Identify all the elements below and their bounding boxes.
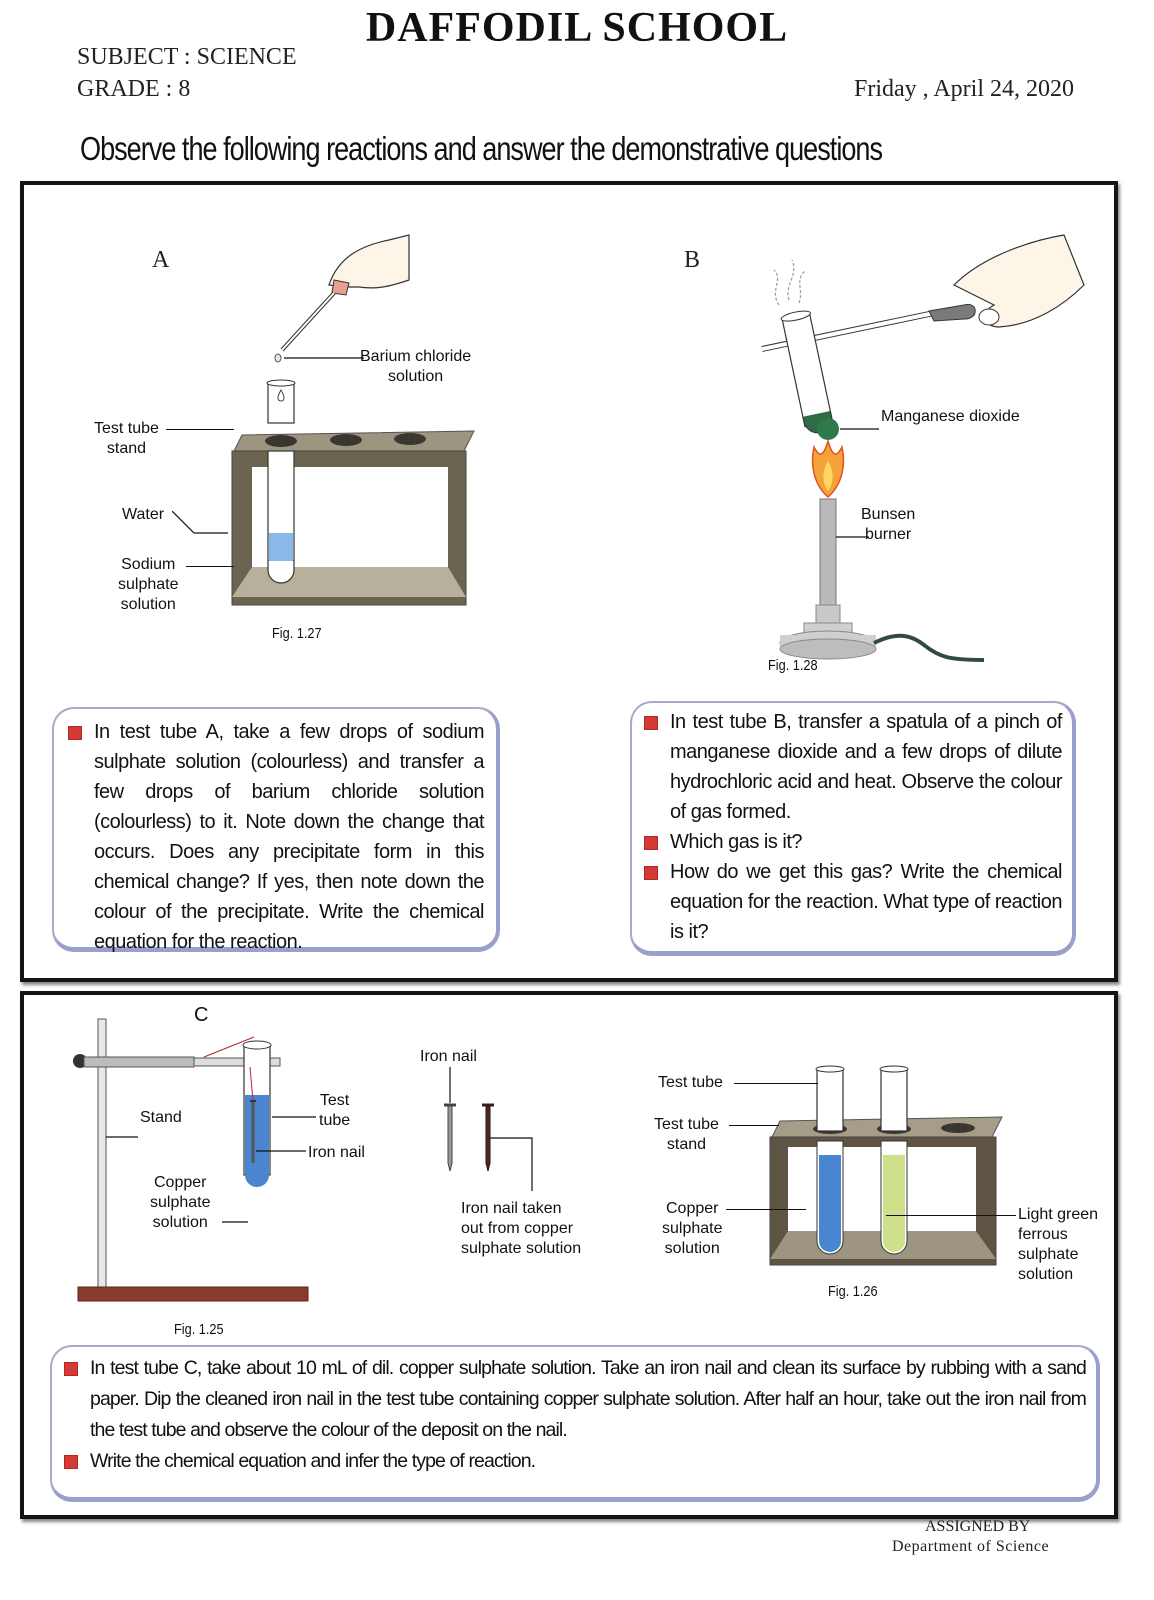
question-item: In test tube A, take a few drops of sodi… <box>60 717 485 957</box>
question-item: In test tube C, take about 10 mL of dil.… <box>56 1353 1087 1446</box>
date-label: Friday , April 24, 2020 <box>854 76 1074 102</box>
drop <box>274 353 282 363</box>
label-copper-sulphate-f126: Copper sulphate solution <box>662 1200 723 1257</box>
figure-1-26-illustration <box>769 1065 1003 1266</box>
label-copper-sulphate-c: Copper sulphate solution <box>150 1174 211 1231</box>
label-test-tube-stand-a: Test tube stand <box>94 420 159 457</box>
section-c-frame: C Stand Test tube Iron nail Copper sulph… <box>20 991 1118 1519</box>
label-barium-chloride: Barium chloride solution <box>360 348 472 385</box>
label-iron-nail-c: Iron nail <box>308 1144 365 1161</box>
figure-caption-1-25: Fig. 1.25 <box>174 1321 224 1338</box>
question-item: In test tube B, transfer a spatula of a … <box>636 707 1063 827</box>
label-bunsen-burner: Bunsen burner <box>861 506 916 543</box>
department-label: Department of Science <box>892 1538 1050 1555</box>
label-manganese-dioxide: Manganese dioxide <box>881 408 1020 425</box>
question-box-c: In test tube C, take about 10 mL of dil.… <box>50 1345 1100 1502</box>
leader-line <box>726 1209 806 1210</box>
question-box-a: In test tube A, take a few drops of sodi… <box>52 707 500 953</box>
bullet-square-icon <box>644 716 658 730</box>
gas-hose <box>873 633 985 662</box>
leader-line <box>886 1215 1016 1216</box>
bullet-square-icon <box>64 1362 78 1376</box>
manganese-dioxide <box>817 418 839 440</box>
subject-label: SUBJECT : SCIENCE <box>77 44 297 70</box>
dropper-bulb <box>331 279 350 296</box>
leader-line <box>166 429 234 430</box>
bullet-square-icon <box>68 726 82 740</box>
bunsen-burner <box>819 498 837 610</box>
question-list-a: In test tube A, take a few drops of sodi… <box>54 709 496 957</box>
school-name: DAFFODIL SCHOOL <box>365 5 789 51</box>
ferrous-sulphate-tube <box>883 1155 905 1252</box>
question-list-b: In test tube B, transfer a spatula of a … <box>632 703 1072 947</box>
gas-wisps <box>773 259 807 306</box>
question-item: Write the chemical equation and infer th… <box>56 1446 1086 1477</box>
question-box-b: In test tube B, transfer a spatula of a … <box>630 701 1076 956</box>
leader-line <box>186 566 234 567</box>
instruction-heading: Observe the following reactions and answ… <box>80 130 883 167</box>
assigned-by-label: ASSIGNED BY <box>925 1518 1031 1535</box>
leader-line <box>172 511 228 534</box>
label-test-tube-stand-f126: Test tube stand <box>654 1116 719 1153</box>
label-iron-nail-taken-out: Iron nail taken out from copper sulphate… <box>461 1200 582 1257</box>
bullet-square-icon <box>64 1455 78 1469</box>
bullet-square-icon <box>644 836 658 850</box>
question-item: Which gas is it? <box>636 827 1062 857</box>
label-ferrous-sulphate: Light green ferrous sulphate solution <box>1018 1206 1099 1283</box>
stand-base <box>77 1286 309 1302</box>
label-test-tube-c: Test tube <box>319 1092 351 1129</box>
grade-label: GRADE : 8 <box>77 76 191 102</box>
label-water: Water <box>122 506 165 523</box>
label-test-tube-f126: Test tube <box>658 1074 723 1091</box>
copper-coated-nail <box>485 1105 491 1172</box>
figure-caption-1-28: Fig. 1.28 <box>768 657 818 674</box>
bullet-square-icon <box>644 866 658 880</box>
iron-nail <box>447 1105 453 1172</box>
water-solution <box>269 533 293 561</box>
label-sodium-sulphate: Sodium sulphate solution <box>118 556 179 613</box>
hand-icon <box>328 234 410 289</box>
section-c-letter: C <box>194 1004 209 1026</box>
figure-caption-1-27: Fig. 1.27 <box>272 625 322 642</box>
copper-sulphate-solution <box>245 1095 269 1187</box>
label-stand: Stand <box>140 1109 182 1126</box>
leader-line <box>729 1125 779 1126</box>
section-a-letter: A <box>152 247 170 273</box>
section-ab-frame: A Barium chloride solution Test tube <box>20 181 1118 982</box>
leader-line <box>734 1083 818 1084</box>
question-list-c: In test tube C, take about 10 mL of dil.… <box>52 1347 1096 1477</box>
figure-1-25-illustration <box>73 1018 316 1302</box>
label-iron-nail: Iron nail <box>420 1048 477 1065</box>
figure-1-28-illustration <box>761 234 1085 662</box>
question-item: How do we get this gas? Write the chemic… <box>636 857 1063 947</box>
figure-caption-1-26: Fig. 1.26 <box>828 1283 878 1300</box>
section-b-letter: B <box>684 247 701 273</box>
copper-sulphate-tube <box>819 1155 841 1252</box>
nails-illustration <box>444 1067 533 1191</box>
figure-1-27-illustration <box>231 234 475 606</box>
